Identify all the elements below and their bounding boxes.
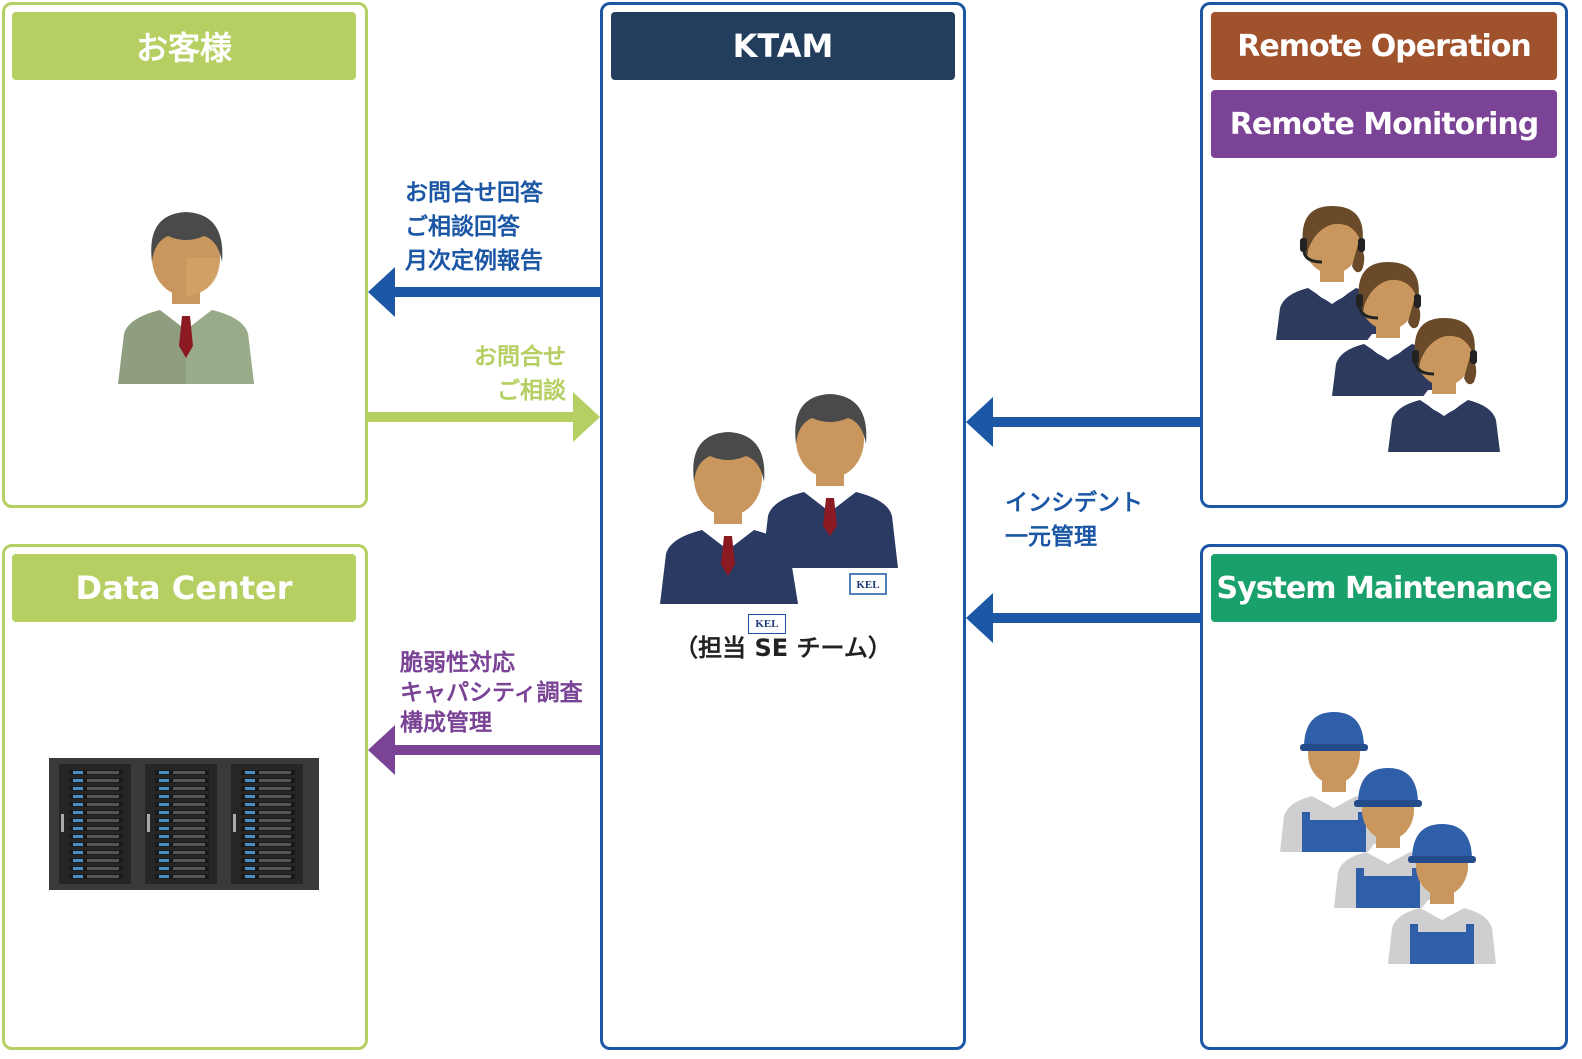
ktam-team-icon: KEL (660, 394, 898, 604)
remote-operation-header: Remote Operation (1211, 12, 1557, 80)
ktam-header: KTAM (611, 12, 955, 80)
server-rack-icon (49, 758, 319, 890)
customer-person-icon (118, 212, 254, 384)
operators-icon (1276, 206, 1500, 452)
customer-header: お客様 (12, 12, 356, 80)
server-cabinet (231, 764, 303, 884)
label-to-datacenter: 脆弱性対応 キャパシティ調査 構成管理 (400, 650, 583, 736)
maintenance-workers-icon (1280, 712, 1496, 964)
label-from-customer: お問合せ ご相談 (474, 344, 566, 404)
arrow-remote-to-ktam (966, 397, 1200, 447)
label-incident: インシデント 一元管理 (1005, 490, 1143, 550)
operator (1388, 318, 1500, 452)
arrow-to-customer (368, 267, 600, 317)
server-cabinet (145, 764, 217, 884)
system-maintenance-header: System Maintenance (1211, 554, 1557, 622)
se-person-front (660, 432, 798, 604)
maintenance-worker (1280, 712, 1388, 852)
kel-badge-1: KEL (856, 579, 879, 591)
datacenter-header: Data Center (12, 554, 356, 622)
maintenance-worker (1334, 768, 1442, 908)
arrow-to-datacenter (368, 725, 600, 775)
arrow-from-customer (368, 392, 600, 442)
maintenance-worker (1388, 824, 1496, 964)
label-to-customer: お問合せ回答 ご相談回答 月次定例報告 (405, 180, 543, 274)
server-cabinet (59, 764, 131, 884)
arrow-maintenance-to-ktam (966, 593, 1200, 643)
remote-monitoring-header: Remote Monitoring (1211, 90, 1557, 158)
ktam-team-label: （担当 SE チーム） (674, 634, 892, 662)
se-person-back (762, 394, 898, 568)
kel-badge-2: KEL (748, 614, 786, 634)
remote-panel (1200, 2, 1568, 508)
